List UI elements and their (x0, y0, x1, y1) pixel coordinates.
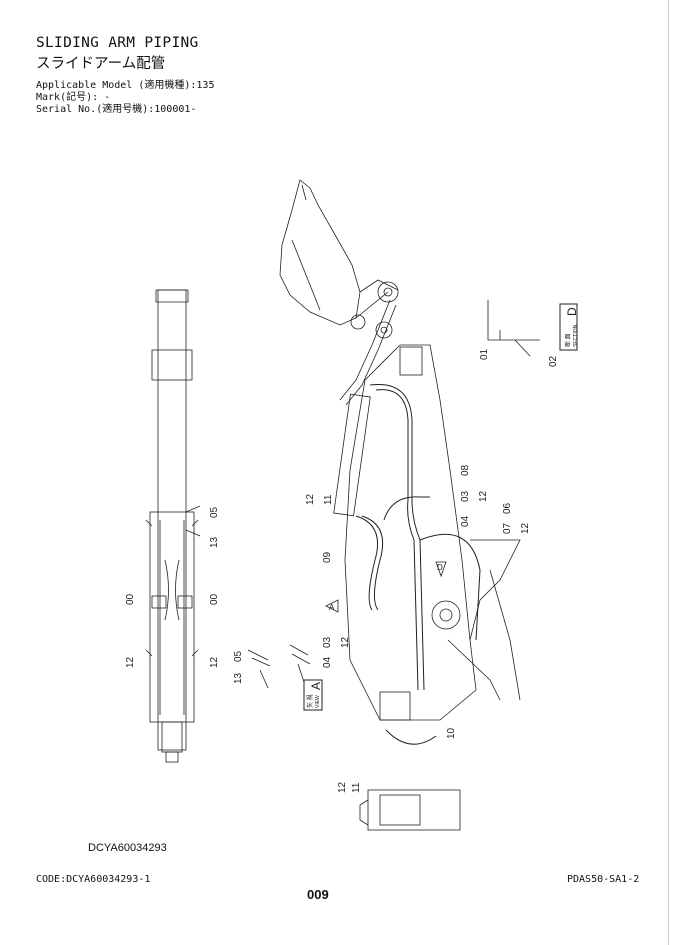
callout-bot-12: 12 (337, 781, 348, 793)
drawing-code: DCYA60034293 (88, 842, 167, 854)
arrow-a-letter: A (329, 603, 335, 612)
view-letter: A (309, 682, 323, 690)
callout-main-06: 06 (502, 502, 513, 514)
callout-main-07: 07 (502, 522, 513, 534)
footer-page-ref: PDAS50-SA1-2 (567, 874, 640, 885)
callout-left-12b: 12 (209, 656, 220, 668)
arrow-d-letter: D (437, 563, 443, 572)
callout-sec-01: 01 (479, 348, 490, 360)
callout-view-03: 03 (322, 636, 333, 648)
callout-main-11: 11 (323, 494, 334, 505)
section-d-detail (487, 300, 578, 357)
view-a-detail (247, 644, 323, 711)
title-ja: スライドアーム配管 (36, 56, 166, 72)
page-edge (668, 0, 669, 945)
callout-view-05: 05 (233, 650, 244, 662)
callout-left-00a: 00 (125, 593, 136, 605)
title-en: SLIDING ARM PIPING (36, 35, 199, 51)
view-label: VIEW (315, 695, 321, 708)
callout-main-10: 10 (446, 727, 457, 739)
callout-left-05: 05 (209, 506, 220, 518)
callout-main-08: 08 (460, 464, 471, 476)
callout-view-04: 04 (322, 656, 333, 668)
page-number: 009 (307, 887, 329, 902)
section-letter: D (565, 307, 579, 316)
callout-main-12a: 12 (305, 493, 316, 505)
serial-no: Serial No.(適用号機):100001- (36, 104, 197, 115)
mark: Mark(記号): - (36, 92, 111, 103)
arm-plan-view (145, 289, 201, 763)
callout-main-12b: 12 (478, 490, 489, 502)
callout-bot-11: 11 (351, 782, 362, 793)
callout-view-13: 13 (233, 672, 244, 684)
callout-main-04: 04 (460, 515, 471, 527)
view-ja: 矢 視 (306, 694, 314, 708)
callout-sec-02: 02 (548, 355, 559, 367)
callout-view-12: 12 (340, 636, 351, 648)
applicable-model: Applicable Model (適用機種):135 (36, 80, 215, 91)
callout-left-00b: 00 (209, 593, 220, 605)
section-label: SECTION (573, 324, 579, 347)
callout-left-12a: 12 (125, 656, 136, 668)
bottom-detail (359, 789, 461, 831)
callout-main-12c: 12 (520, 522, 531, 534)
callout-main-03: 03 (460, 490, 471, 502)
callout-left-13: 13 (209, 536, 220, 548)
footer-code: CODE:DCYA60034293-1 (36, 874, 151, 885)
section-ja: 断 面 (564, 333, 572, 347)
arm-side-view: A D (279, 179, 521, 745)
callout-main-09: 09 (322, 551, 333, 563)
